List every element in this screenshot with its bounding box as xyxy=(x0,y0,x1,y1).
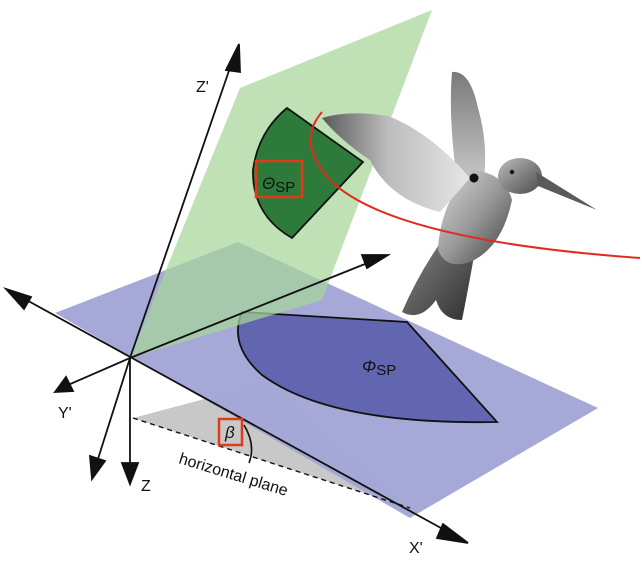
axis-y-prime-arrowhead xyxy=(53,375,75,394)
bird-back-wing xyxy=(450,71,486,192)
axis-z-label: Z xyxy=(141,478,151,495)
beta-label: β xyxy=(224,423,235,442)
bird-eye xyxy=(509,169,515,175)
bird-head xyxy=(498,158,542,194)
axis-y-prime-line xyxy=(67,357,131,386)
axis-tilted-down-arrowhead xyxy=(88,454,107,482)
phi-symbol: Φ xyxy=(362,357,376,376)
axis-tilted-down-line xyxy=(96,357,131,463)
stroke-plane-axis-arrowhead xyxy=(360,254,392,270)
stroke-plane-axis-line xyxy=(129,261,371,359)
beta-highlight-box xyxy=(217,417,244,447)
beta-angle-arc xyxy=(243,424,253,464)
wingtip-trajectory xyxy=(309,111,641,259)
theta-sp-label: ΘSP xyxy=(262,174,295,196)
hummingbird-illustration xyxy=(322,71,597,320)
bird-front-wing xyxy=(322,113,470,212)
bird-beak xyxy=(536,172,597,210)
theta-symbol: Θ xyxy=(262,174,275,193)
pivot-point xyxy=(469,173,479,183)
horizontal-reference-line xyxy=(132,417,411,509)
theta-sector xyxy=(252,106,365,240)
axis-z-prime-arrowhead xyxy=(224,43,241,74)
phi-sector xyxy=(237,311,499,424)
axis-x-negative-arrowhead xyxy=(3,287,33,311)
phi-subscript: SP xyxy=(376,362,396,379)
axis-x-prime-arrowhead xyxy=(435,522,469,544)
theta-subscript: SP xyxy=(275,179,295,196)
axis-y-prime-label: Y' xyxy=(58,405,72,422)
axes xyxy=(3,43,469,544)
phi-sp-label: ΦSP xyxy=(362,357,396,379)
axis-z-arrowhead xyxy=(120,462,140,487)
axis-z-prime-label: Z' xyxy=(196,79,209,96)
axis-x-prime-line xyxy=(11,291,451,534)
axis-z-prime-line xyxy=(129,61,233,359)
theta-highlight-box xyxy=(254,159,304,199)
axis-x-prime-label: X' xyxy=(409,540,423,557)
